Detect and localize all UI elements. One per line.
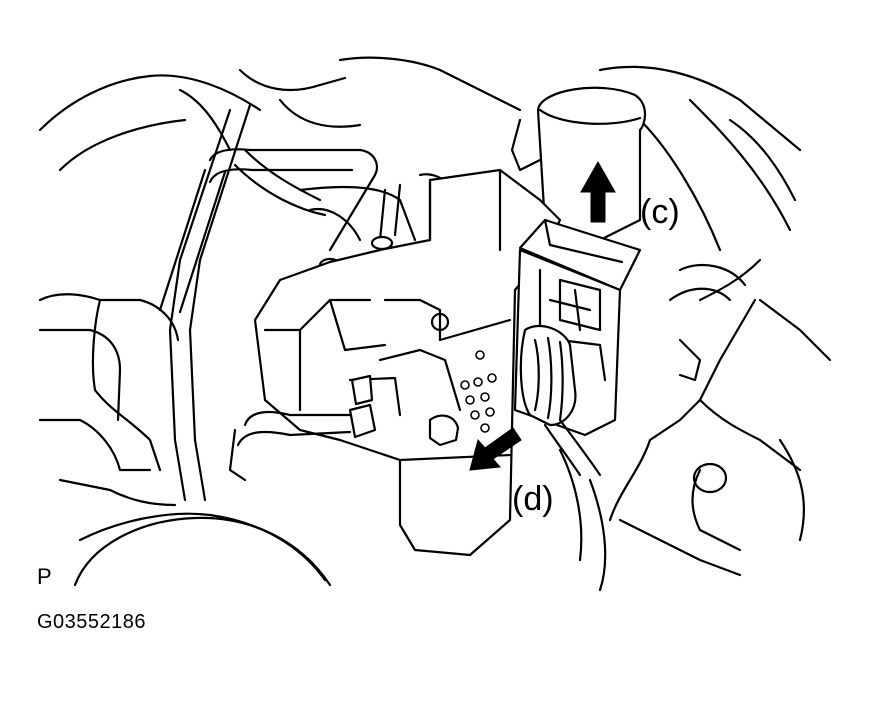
arrow-d-down-left <box>469 427 522 471</box>
label-c: (c) <box>640 193 680 231</box>
background-outlines <box>38 56 832 592</box>
label-d: (d) <box>512 480 554 518</box>
corner-mark: P <box>37 564 52 589</box>
connector-assembly <box>513 218 642 477</box>
bottom-left-component <box>73 516 332 587</box>
arrow-c-up <box>580 160 616 223</box>
figure-code: G03552186 <box>37 611 147 633</box>
